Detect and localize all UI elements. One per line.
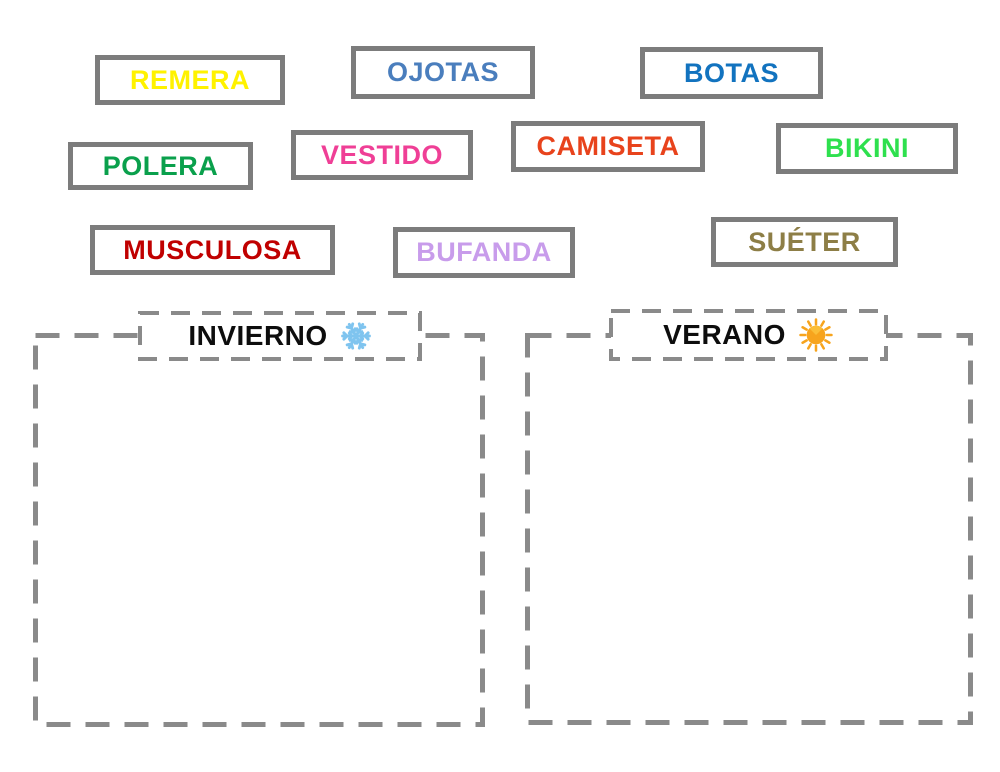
word-tile-label: POLERA <box>102 150 219 181</box>
word-tile-label: BIKINI <box>825 133 909 163</box>
word-tile-vestido[interactable]: VESTIDO <box>291 130 473 180</box>
word-tile-label: CAMISETA <box>536 131 680 161</box>
word-tile-camiseta[interactable]: CAMISETA <box>511 121 705 172</box>
dashed-border <box>525 333 973 725</box>
snowflake-icon <box>340 321 371 351</box>
word-tile-label: BOTAS <box>684 57 779 88</box>
word-tile-bikini[interactable]: BIKINI <box>776 123 958 174</box>
word-tile-sueter[interactable]: SUÉTER <box>711 217 898 267</box>
verano-drop-zone[interactable] <box>525 333 973 725</box>
word-tile-polera[interactable]: POLERA <box>68 142 253 190</box>
sun-icon <box>799 318 833 352</box>
word-tile-bufanda[interactable]: BUFANDA <box>393 227 575 278</box>
dashed-border <box>33 333 485 727</box>
verano-label: VERANO <box>609 309 888 361</box>
dashed-border <box>138 311 422 361</box>
word-tile-label: VESTIDO <box>320 139 444 170</box>
verano-label-text: VERANO <box>663 319 786 350</box>
invierno-drop-zone[interactable] <box>33 333 485 727</box>
word-tile-botas[interactable]: BOTAS <box>640 47 823 99</box>
word-tile-label: OJOTAS <box>386 57 499 87</box>
word-tile-label: SUÉTER <box>748 226 861 257</box>
word-tile-label: BUFANDA <box>416 237 552 267</box>
word-tile-label: MUSCULOSA <box>123 234 302 265</box>
dashed-border <box>609 309 888 361</box>
invierno-label: INVIERNO <box>138 311 422 361</box>
word-tile-musculosa[interactable]: MUSCULOSA <box>90 225 335 275</box>
word-tile-remera[interactable]: REMERA <box>95 55 285 105</box>
invierno-label-text: INVIERNO <box>188 320 328 351</box>
word-tile-ojotas[interactable]: OJOTAS <box>351 46 535 99</box>
word-tile-label: REMERA <box>129 64 250 95</box>
